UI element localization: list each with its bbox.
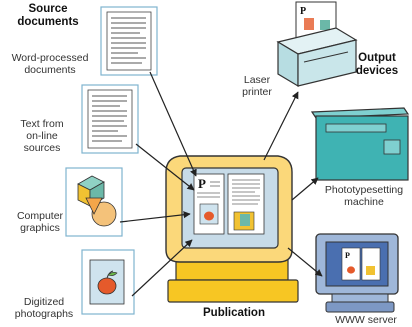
heading-source-documents: Source documents [17, 3, 79, 28]
label-online-text: Text from on-line sources [20, 118, 64, 154]
photograph-icon [81, 249, 135, 315]
page-letter-printer: P [300, 6, 306, 17]
heading-publication: Publication [203, 307, 265, 319]
label-word-processed: Word-processed documents [11, 52, 89, 76]
phototypesetter-icon [310, 107, 410, 181]
heading-output-devices: Output devices [355, 52, 399, 77]
page-letter-main: P [198, 176, 206, 191]
label-digitized-photos: Digitized photographs [14, 296, 74, 320]
page-letter-server: P [345, 251, 350, 260]
laser-printer-icon: P [276, 1, 358, 88]
label-computer-graphics: Computer graphics [16, 210, 64, 234]
label-phototypesetting: Phototypesetting machine [324, 184, 404, 208]
label-www-server: WWW server [335, 314, 397, 326]
www-server-icon: P [315, 233, 399, 313]
online-text-icon [81, 84, 139, 154]
publication-monitor: P [165, 155, 299, 303]
word-document-icon [100, 6, 158, 76]
input-arrows [119, 71, 197, 297]
label-laser-printer: Laser printer [242, 74, 272, 98]
output-arrows [263, 91, 323, 277]
computer-graphics-icon [65, 167, 123, 237]
